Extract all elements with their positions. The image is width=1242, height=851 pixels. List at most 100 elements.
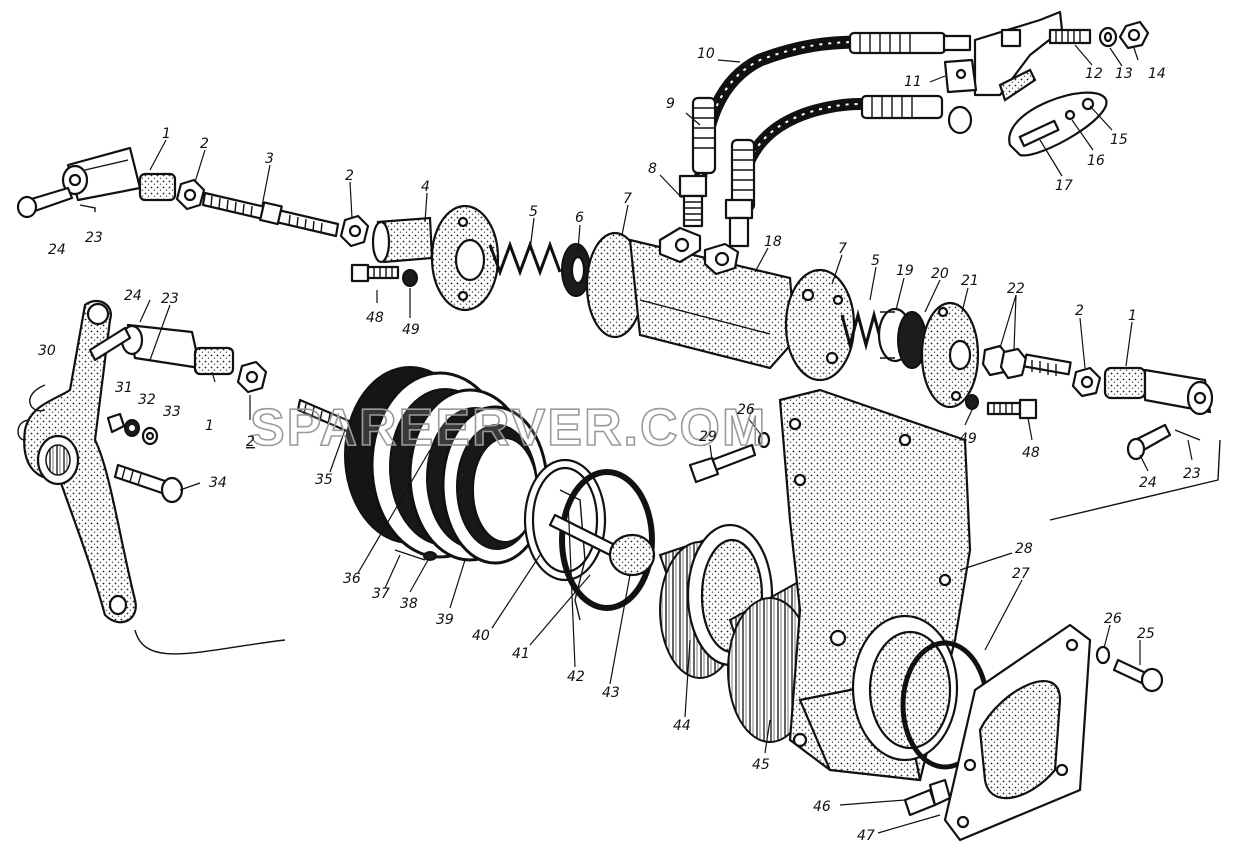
- callout-label: 49: [959, 431, 977, 447]
- callout-label: 48: [366, 310, 384, 326]
- callout-label: 47: [857, 828, 875, 844]
- callout-label: 30: [38, 343, 56, 359]
- washer-32: [124, 419, 140, 437]
- callout-label: 18: [764, 234, 782, 250]
- callout-label: 16: [1087, 153, 1105, 169]
- callout-label: 48: [1022, 445, 1040, 461]
- callout-label: 23: [161, 291, 179, 307]
- callout-label: 15: [1110, 132, 1128, 148]
- callout-label: 32: [138, 392, 156, 408]
- callout-label: 19: [896, 263, 914, 279]
- push-rod-3: [201, 191, 340, 238]
- callout-label: 10: [697, 46, 715, 62]
- clevis-fork-lower: [120, 323, 235, 376]
- callout-label: 1: [162, 126, 171, 142]
- callout-label: 6: [575, 210, 584, 226]
- callout-label: 39: [436, 612, 454, 628]
- washer-26-b: [1095, 645, 1111, 665]
- callout-label: 13: [1115, 66, 1133, 82]
- callout-label: 40: [472, 628, 490, 644]
- cotter-23-left: [79, 204, 96, 212]
- callout-label: 12: [1085, 66, 1103, 82]
- banjo-bolt-12: [1000, 28, 1092, 48]
- callout-label: 41: [512, 646, 530, 662]
- callout-label: 8: [648, 161, 657, 177]
- callout-label: 20: [931, 266, 949, 282]
- callout-label: 17: [1055, 178, 1073, 194]
- pin-24-left: [16, 186, 74, 219]
- callout-label: 1: [205, 418, 214, 434]
- callout-label: 5: [871, 253, 880, 269]
- nut-2-a: [175, 178, 206, 211]
- hose-bracket: [943, 10, 1064, 102]
- clevis-fork-right: [1103, 366, 1214, 416]
- bellows-36: [344, 366, 549, 565]
- callout-label: 49: [402, 322, 420, 338]
- callout-label: 23: [85, 230, 103, 246]
- callout-label: 24: [1139, 475, 1157, 491]
- callout-label: 4: [421, 179, 430, 195]
- callout-label: 27: [1012, 566, 1030, 582]
- fitting-46: [903, 778, 952, 817]
- bolt-48-b: [986, 398, 1038, 420]
- callout-label: 3: [265, 151, 274, 167]
- clamp-plate: [1008, 91, 1108, 157]
- hose-fitting-8: [678, 174, 754, 248]
- washer-31: [106, 412, 126, 434]
- callout-label: 7: [623, 191, 632, 207]
- pedal-lever-30: [17, 299, 137, 624]
- nut-14: [1118, 20, 1150, 50]
- callout-label: 34: [209, 475, 227, 491]
- pin-24-right: [1126, 423, 1172, 461]
- nuts-22: [981, 344, 1072, 380]
- callout-label: 46: [813, 799, 831, 815]
- callout-label: 33: [163, 404, 181, 420]
- washer-13: [1098, 26, 1118, 48]
- callout-label: 21: [961, 273, 979, 289]
- callout-label: 45: [752, 757, 770, 773]
- callout-label: 31: [115, 380, 133, 396]
- callout-label: 2: [200, 136, 209, 152]
- nut-2-c: [1071, 366, 1102, 398]
- callout-label: 2: [1075, 303, 1084, 319]
- callout-labels: 1 2 3 2 4 5 6 7 8 9 10 11 12 13 14 15 16…: [38, 46, 1201, 844]
- callout-label: 22: [1007, 281, 1025, 297]
- callout-label: 42: [567, 669, 585, 685]
- leader-lines: [29, 44, 1221, 834]
- washer-33: [141, 426, 159, 446]
- seal-6: [561, 243, 591, 297]
- callout-label: 28: [1015, 541, 1033, 557]
- cover-4: [371, 204, 500, 312]
- flange-7-right: [784, 268, 856, 382]
- nut-2-b: [339, 214, 370, 248]
- callout-label: 14: [1148, 66, 1166, 82]
- callout-label: 43: [602, 685, 620, 701]
- callout-label: 23: [1183, 466, 1201, 482]
- clevis-fork-left: [61, 146, 177, 202]
- spring-5-right: [840, 309, 884, 351]
- callout-label: 9: [666, 96, 675, 112]
- cover-21: [920, 301, 980, 409]
- spring-5-left: [488, 240, 562, 277]
- cylinder-body-18: [628, 226, 797, 370]
- pin-24-lower: [88, 326, 132, 362]
- spring-pin-42: [559, 489, 586, 621]
- callout-label: 24: [124, 288, 142, 304]
- callout-label: 26: [737, 402, 755, 418]
- callout-label: 35: [315, 472, 333, 488]
- callout-label: 2: [246, 434, 255, 450]
- bolt-48-a: [350, 263, 400, 283]
- callout-label: 24: [48, 242, 66, 258]
- cotter-23-right: [1174, 429, 1201, 441]
- washer-49-a: [402, 269, 418, 287]
- washer-26-a: [757, 431, 771, 449]
- bolt-29: [688, 443, 757, 484]
- callout-label: 36: [343, 571, 361, 587]
- callout-label: 37: [372, 586, 390, 602]
- bolt-25: [1112, 658, 1164, 693]
- housing-28: [778, 388, 972, 782]
- callout-label: 25: [1137, 626, 1155, 642]
- hose-lower: [730, 94, 973, 212]
- callout-label: 38: [400, 596, 418, 612]
- washer-49-b: [965, 394, 979, 410]
